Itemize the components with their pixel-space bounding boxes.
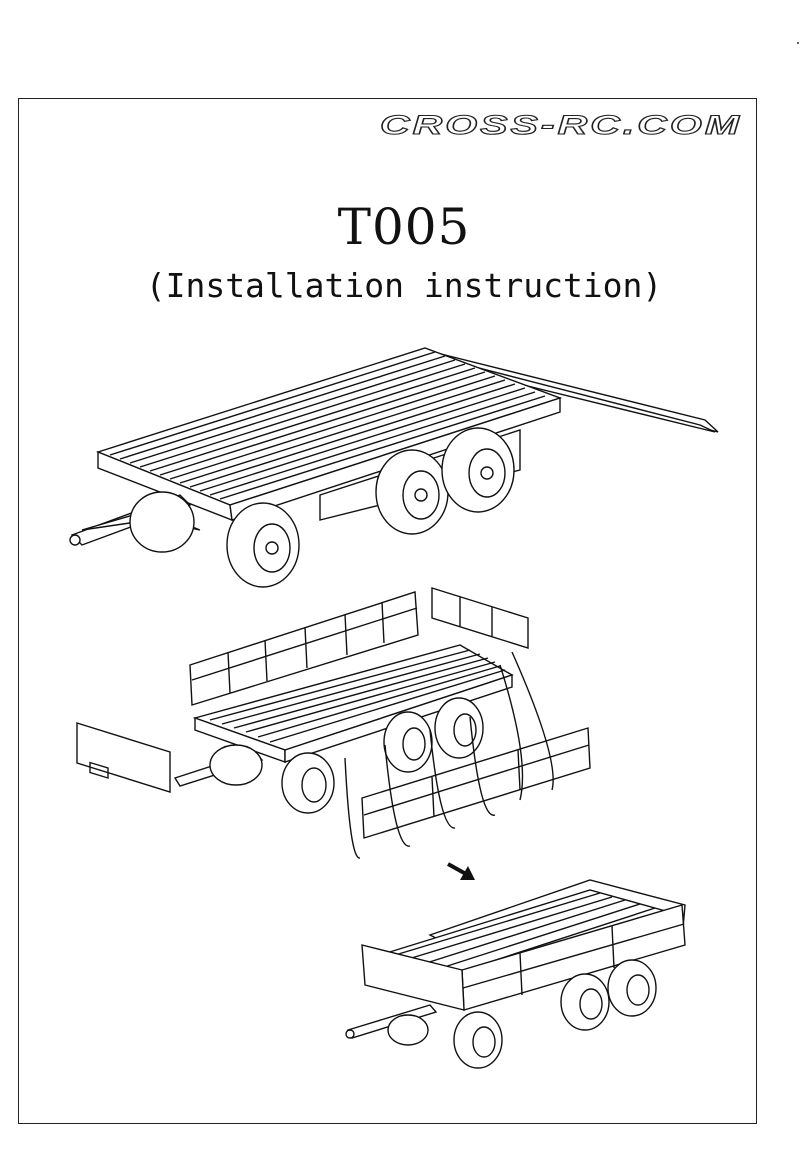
trailer-exploded-illustration <box>77 588 590 858</box>
next-step-arrow-icon <box>448 864 475 880</box>
trailer-flatbed-illustration <box>70 348 718 587</box>
trailer-assembled-illustration <box>346 880 685 1068</box>
